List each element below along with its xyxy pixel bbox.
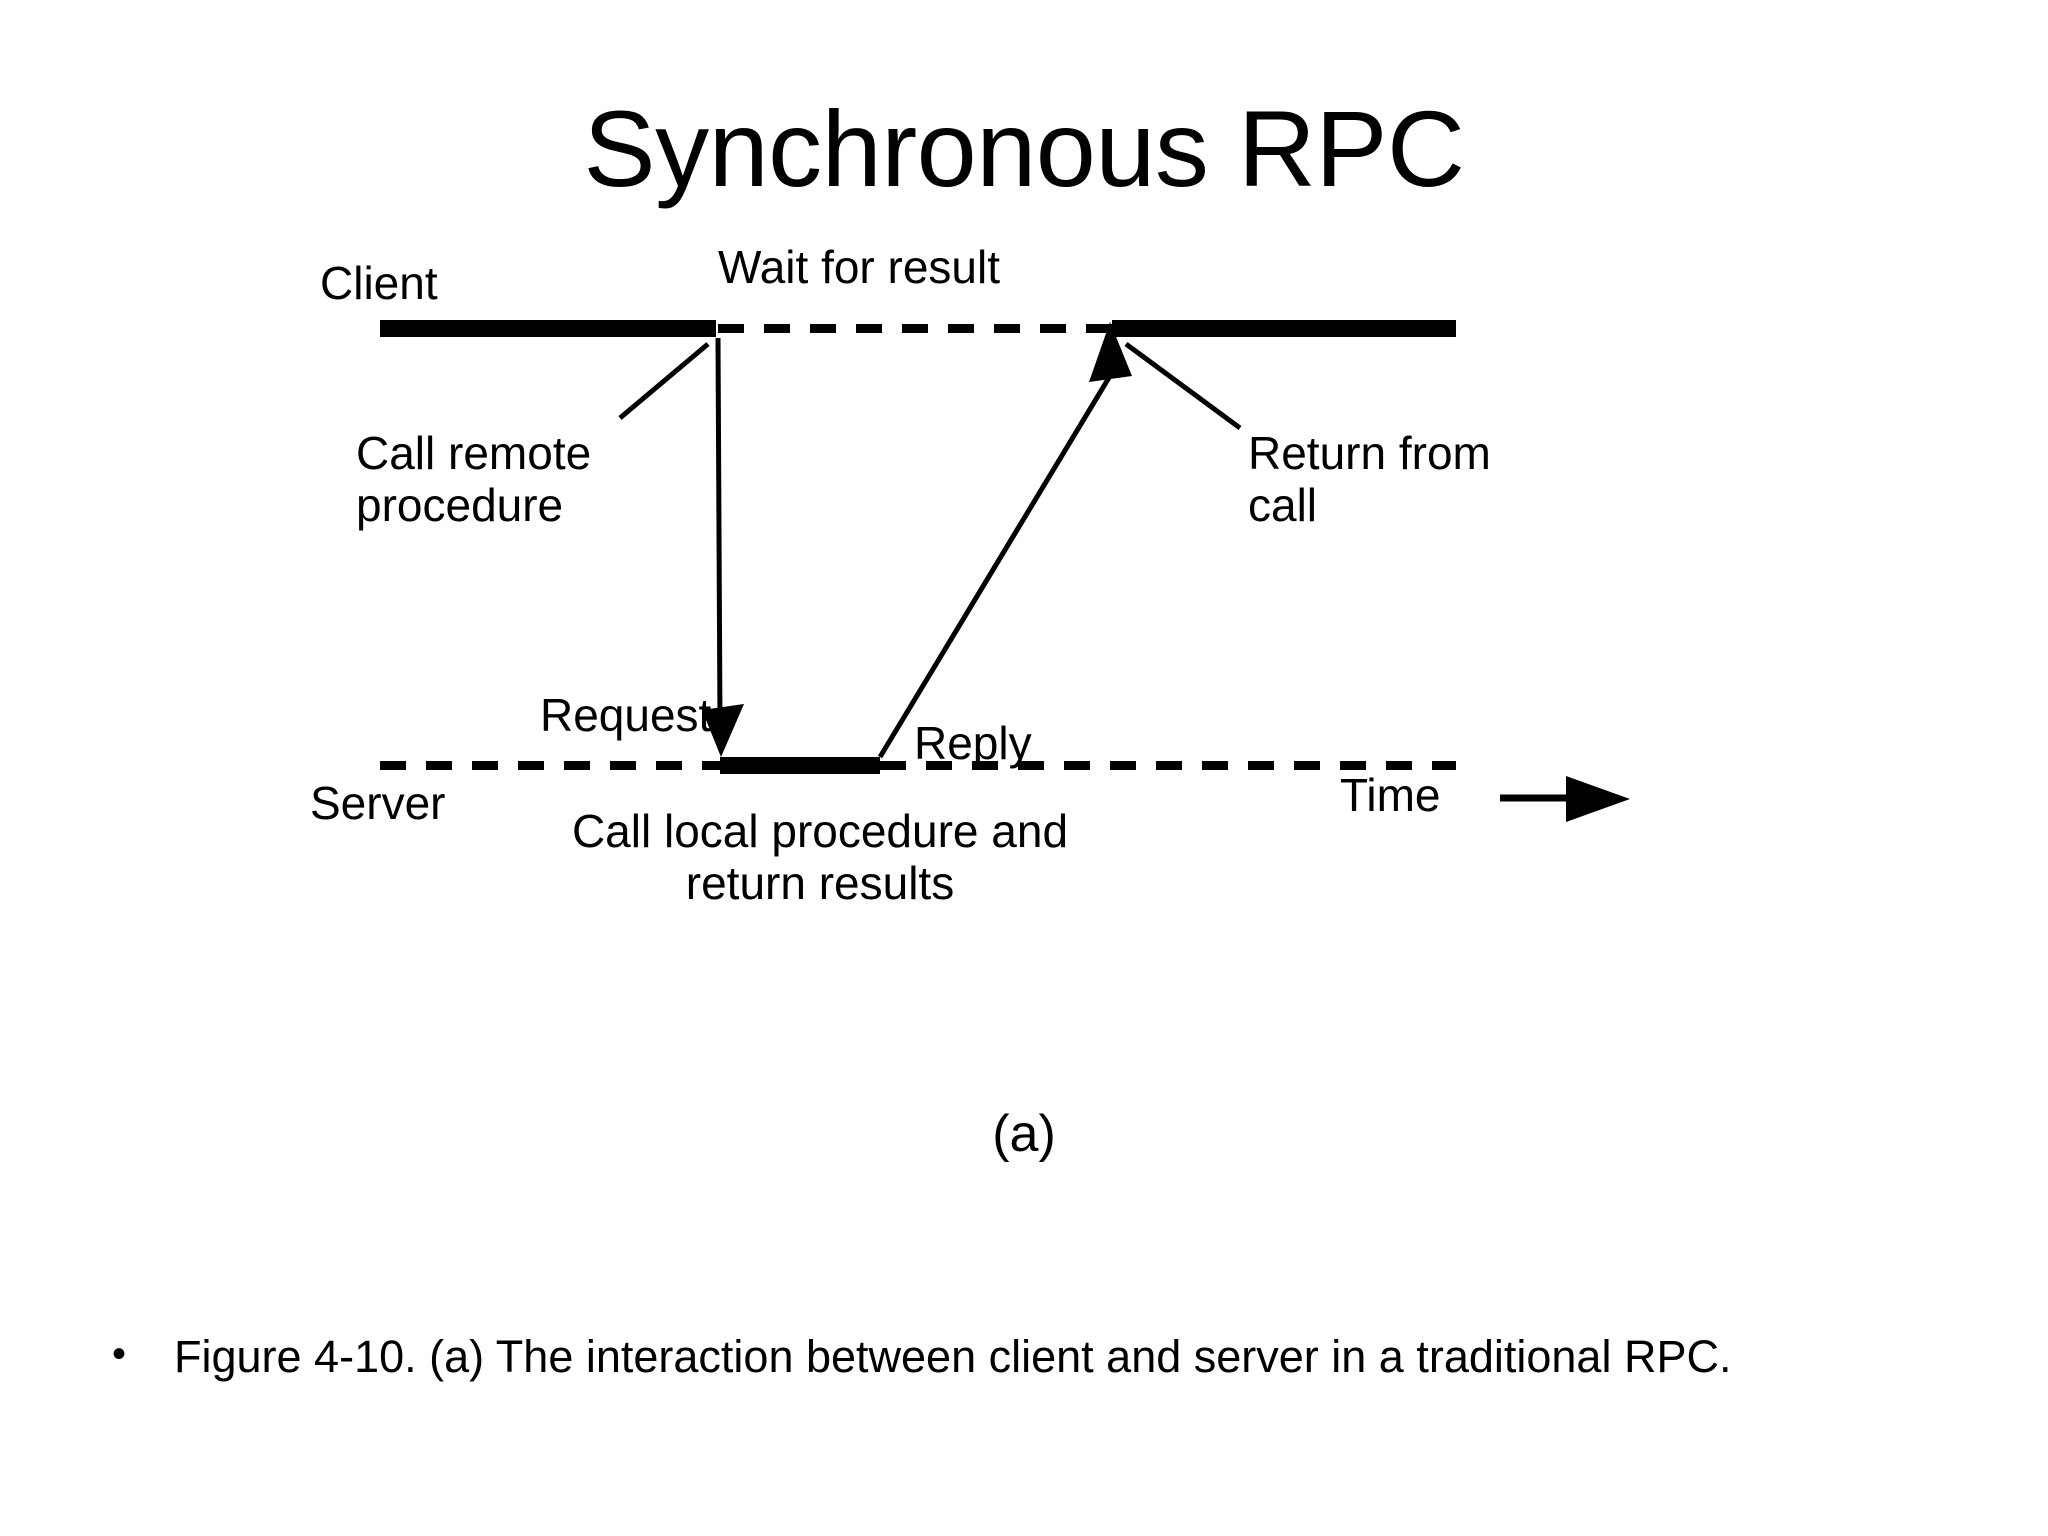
client-active-bar-right [1112, 320, 1456, 337]
request-arrow-shaft [715, 337, 723, 727]
label-return-from-call: Return from call [1248, 427, 1491, 531]
client-active-bar-left [380, 320, 716, 337]
label-server: Server [310, 777, 446, 829]
diagram-vector-layer [380, 320, 1630, 822]
rpc-sequence-diagram: Client Wait for result Call remote proce… [310, 241, 1720, 970]
server-active-bar [720, 757, 880, 774]
figure-caption: (a) [992, 1105, 1056, 1163]
label-request: Request [540, 689, 712, 741]
time-arrow-head [1566, 776, 1630, 822]
label-time: Time [1340, 769, 1441, 821]
page-title: Synchronous RPC [583, 88, 1465, 209]
return-from-call-leader-line [1124, 341, 1242, 431]
request-arrow-head [702, 704, 744, 757]
reply-arrow-shaft [877, 364, 1119, 759]
bullet-list: • Figure 4-10. (a) The interaction betwe… [112, 1330, 1902, 1383]
label-client: Client [320, 257, 438, 309]
label-wait-for-result: Wait for result [718, 241, 1001, 293]
bullet-marker-icon: • [112, 1332, 127, 1376]
bullet-item-text: Figure 4-10. (a) The interaction between… [174, 1331, 1732, 1382]
label-call-local-procedure: Call local procedure and return results [571, 805, 1069, 909]
reply-arrow-head [1089, 322, 1132, 382]
label-call-remote-procedure: Call remote procedure [356, 427, 592, 531]
call-remote-leader-line [618, 342, 710, 420]
label-reply: Reply [914, 717, 1032, 769]
